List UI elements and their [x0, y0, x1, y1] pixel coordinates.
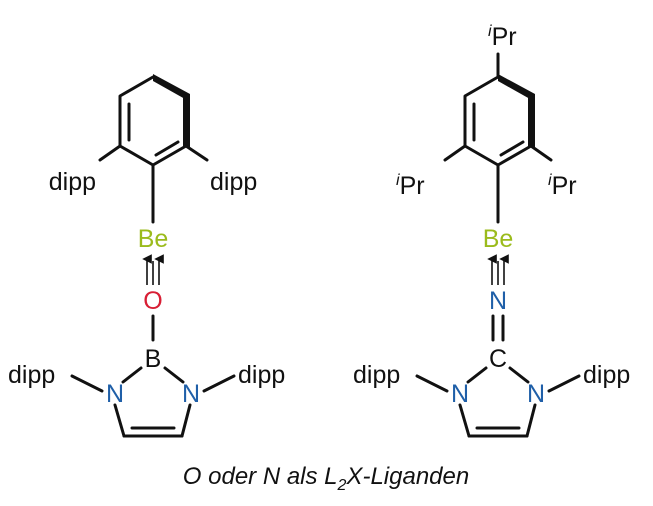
right-bond-n-dipp-left — [415, 374, 449, 393]
right-dative-arrows — [487, 254, 509, 285]
right-imidazoline-ring — [458, 366, 537, 438]
right-n-right-atom: N — [527, 380, 545, 408]
right-structure: iPr iPr iPr Be N C N N dipp dipp — [353, 23, 630, 438]
left-dipp-right: dipp — [210, 168, 257, 196]
left-bond-dipp-right — [184, 144, 209, 162]
caption: O oder N als L2X-Liganden — [183, 463, 469, 494]
left-o-atom: O — [143, 287, 162, 315]
right-ipr-left: iPr — [396, 172, 425, 200]
left-diazaborole-ring — [113, 366, 192, 438]
left-dipp-left: dipp — [49, 168, 96, 196]
left-benzene-ring — [118, 74, 190, 167]
left-dative-arrows — [142, 254, 164, 285]
left-bond-n-dipp-right — [202, 374, 236, 393]
left-n-left-atom: N — [106, 380, 124, 408]
right-bond-right-ipr — [529, 144, 553, 162]
left-n-dipp-right: dipp — [238, 361, 285, 389]
right-be-atom: Be — [483, 225, 514, 253]
left-b-atom: B — [145, 345, 162, 373]
left-n-right-atom: N — [182, 380, 200, 408]
left-bond-dipp-left — [98, 144, 122, 162]
right-n-dipp-left: dipp — [353, 361, 400, 389]
right-c-atom: C — [489, 345, 507, 373]
right-bond-left-ipr — [443, 144, 467, 162]
right-ipr-top: iPr — [488, 23, 517, 51]
right-n-exo-atom: N — [489, 287, 507, 315]
right-n-left-atom: N — [451, 380, 469, 408]
right-ipr-right: iPr — [548, 172, 577, 200]
left-bond-n-dipp-left — [70, 374, 104, 393]
left-n-dipp-left: dipp — [8, 361, 55, 389]
right-bond-n-dipp-right — [547, 374, 581, 393]
right-n-dipp-right: dipp — [583, 361, 630, 389]
left-be-atom: Be — [138, 225, 169, 253]
right-benzene-ring — [463, 74, 535, 167]
left-structure: dipp dipp Be O B N N dipp dipp — [8, 74, 285, 438]
